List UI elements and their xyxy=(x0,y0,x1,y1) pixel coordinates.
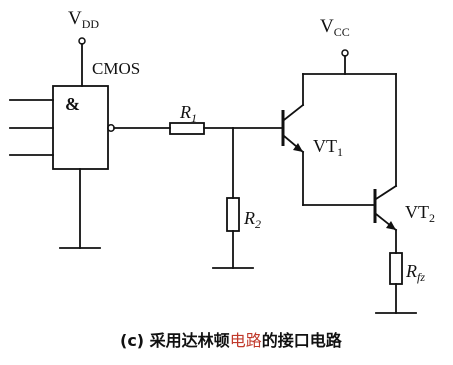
and-symbol: & xyxy=(65,94,80,114)
vdd-label: VDD xyxy=(68,8,99,31)
r1-label: R1 xyxy=(179,102,197,125)
nand-gate xyxy=(9,85,115,170)
collector-rail xyxy=(302,73,397,187)
vdd-terminal xyxy=(78,37,86,87)
resistor-r1 xyxy=(113,122,284,135)
vcc-label: VCC xyxy=(320,16,350,39)
transistor-vt1 xyxy=(281,103,376,206)
figure-caption: (c) 采用达林顿电路的接口电路 xyxy=(120,331,343,350)
resistor-rfz xyxy=(375,252,417,314)
resistor-r2 xyxy=(212,127,254,269)
cmos-label: CMOS xyxy=(92,59,140,78)
transistor-vt2 xyxy=(373,184,398,254)
vt2-label: VT2 xyxy=(405,202,435,225)
vcc-terminal xyxy=(341,49,349,75)
r2-label: R2 xyxy=(243,208,261,231)
gate-ground xyxy=(59,168,101,249)
rfz-label: Rfz xyxy=(405,261,425,284)
vt1-label: VT1 xyxy=(313,136,343,159)
